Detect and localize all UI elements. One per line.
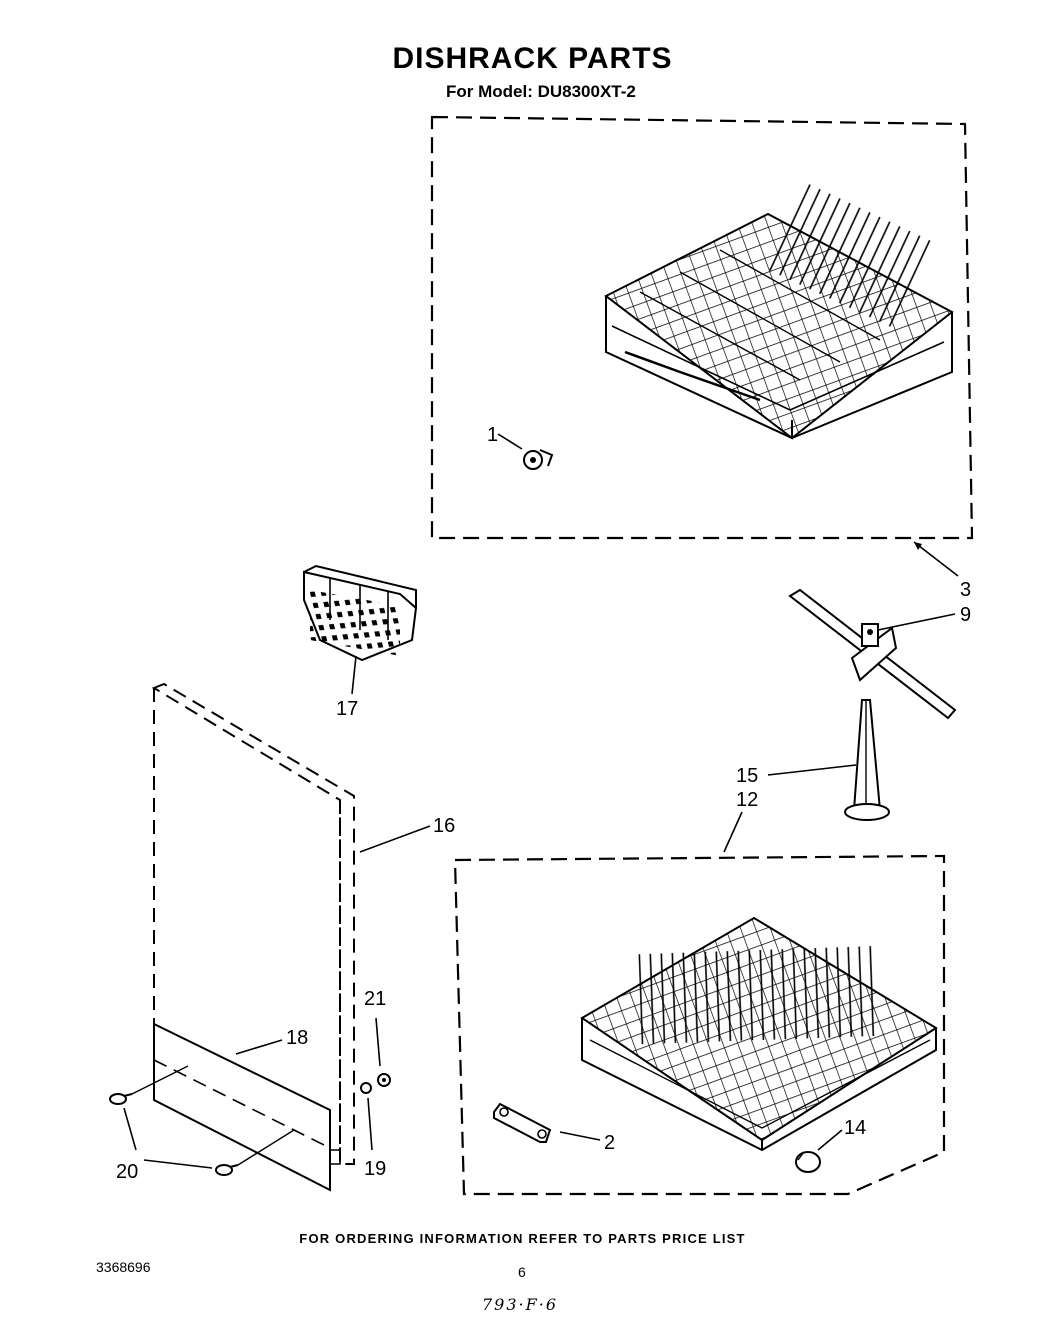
lower-rack-assembly-box <box>453 854 946 1196</box>
part-2-rack-stop <box>493 1102 552 1143</box>
leader-line-19 <box>367 1097 373 1151</box>
upper-rack-assembly-box <box>430 115 974 540</box>
leader-line-15 <box>767 764 857 776</box>
leader-line-1 <box>497 433 523 450</box>
handwritten-note: 793·F·6 <box>482 1295 558 1314</box>
leader-line-18 <box>235 1039 283 1055</box>
leader-line-20 <box>123 1107 213 1169</box>
label-part-12: 12 <box>736 789 758 811</box>
screw-leader-lines <box>131 1065 295 1166</box>
part-14-rack-roller <box>795 1151 821 1173</box>
label-part-2: 2 <box>604 1132 615 1154</box>
model-subtitle: For Model: DU8300XT-2 <box>446 82 636 101</box>
leader-line-14 <box>817 1129 843 1151</box>
label-part-18: 18 <box>286 1027 308 1049</box>
part-9-spray-arm <box>788 588 957 720</box>
leader-line-12 <box>723 811 743 853</box>
label-part-21: 21 <box>364 988 386 1010</box>
part-15-spray-arm-support <box>844 699 890 821</box>
page-title: DISHRACK PARTS <box>392 42 673 75</box>
part-1-roller <box>523 449 554 470</box>
part-20-screw-upper <box>109 1093 133 1105</box>
arrowhead-icon <box>914 542 922 550</box>
part-20-screw-lower <box>215 1164 239 1176</box>
label-part-3: 3 <box>960 579 971 601</box>
part-17-silverware-basket <box>303 564 418 662</box>
part-16-door-panel <box>151 682 355 1165</box>
leader-line-16 <box>359 825 431 853</box>
upper-dishrack <box>604 180 954 440</box>
lower-dishrack <box>580 916 938 1152</box>
label-part-15: 15 <box>736 765 758 787</box>
label-part-17: 17 <box>336 698 358 720</box>
part-18-lower-panel <box>153 1022 341 1192</box>
leader-line-9 <box>877 613 956 631</box>
leader-line-17 <box>351 655 357 695</box>
part-19-washer <box>360 1082 372 1094</box>
label-part-20: 20 <box>116 1161 138 1183</box>
leader-line-3 <box>913 541 959 577</box>
document-number: 3368696 <box>96 1259 151 1275</box>
part-21-nut <box>377 1073 391 1087</box>
ordering-note: FOR ORDERING INFORMATION REFER TO PARTS … <box>299 1231 746 1246</box>
label-part-1: 1 <box>487 424 498 446</box>
label-part-19: 19 <box>364 1158 386 1180</box>
page-number: 6 <box>518 1264 526 1280</box>
label-part-14: 14 <box>844 1117 866 1139</box>
label-part-9: 9 <box>960 604 971 626</box>
leader-line-21 <box>375 1017 381 1067</box>
label-part-16: 16 <box>433 815 455 837</box>
leader-line-2 <box>559 1131 601 1141</box>
